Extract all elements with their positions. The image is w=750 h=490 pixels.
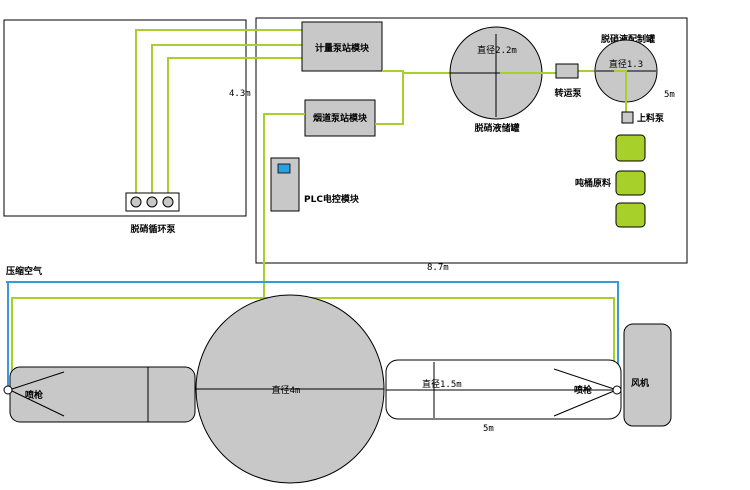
pipe-pump1 — [135, 29, 302, 195]
label-feed-pump: 上料泵 — [637, 112, 665, 124]
left-duct — [9, 366, 196, 423]
pipe-pump3 — [167, 57, 302, 195]
right-room-outline — [255, 17, 688, 264]
flue-pump-module — [304, 99, 376, 137]
tote-3 — [615, 202, 646, 228]
dim-4-3: 4.3m — [229, 89, 251, 99]
pipe-to-right-gun — [264, 297, 615, 385]
label-transfer-pump: 转运泵 — [554, 87, 582, 99]
label-prep-diam: 直径1.3 — [609, 58, 643, 70]
label-spray-gun-right: 喷枪 — [574, 384, 593, 396]
right-spray-cone-top — [553, 368, 615, 390]
tote-1 — [615, 134, 646, 162]
tote-2 — [615, 170, 646, 196]
pipe-modules-link — [375, 70, 404, 125]
left-spray-cone-bottom — [11, 390, 65, 417]
pipe-to-left-gun — [11, 297, 264, 388]
plc-screen — [277, 163, 291, 174]
dim-5m-right: 5m — [664, 90, 675, 100]
label-plc: PLC电控模块 — [304, 193, 360, 205]
label-fan: 风机 — [631, 377, 649, 389]
pipe-flue-to-duct — [263, 113, 305, 298]
circulation-pump-2 — [146, 196, 158, 208]
dim-8-7: 8.7m — [427, 263, 449, 273]
right-spray-cone-bottom — [553, 390, 615, 417]
label-compressed-air: 压缩空气 — [6, 265, 42, 277]
label-raw-material: 吨桶原料 — [575, 177, 611, 189]
label-storage-tank: 脱硝液储罐 — [474, 122, 519, 134]
circulation-pump-3 — [162, 196, 174, 208]
metering-pump-module — [301, 21, 383, 72]
right-spray-nozzle — [612, 385, 622, 395]
label-flue-module: 烟道泵站模块 — [313, 112, 368, 124]
label-reactor-diam: 直径4m — [272, 384, 301, 396]
label-duct-diam: 直径1.5m — [422, 378, 462, 390]
left-spray-nozzle — [3, 385, 13, 395]
pipe-prep-to-feed — [614, 70, 627, 113]
air-line-main — [6, 281, 619, 385]
fan — [623, 323, 672, 427]
pipe-pump2 — [151, 44, 302, 195]
transfer-pump — [555, 63, 579, 79]
left-spray-cone-top — [11, 371, 65, 390]
left-room-outline — [3, 19, 247, 217]
dim-5m-bottom: 5m — [483, 424, 494, 434]
label-metering-module: 计量泵站模块 — [315, 42, 370, 54]
label-storage-diam: 直径2.2m — [477, 44, 517, 56]
label-desulf-pump: 脱硝循环泵 — [130, 223, 176, 235]
circulation-pump-1 — [130, 196, 142, 208]
feed-pump — [621, 111, 634, 124]
label-spray-gun-left: 喷枪 — [25, 389, 44, 401]
